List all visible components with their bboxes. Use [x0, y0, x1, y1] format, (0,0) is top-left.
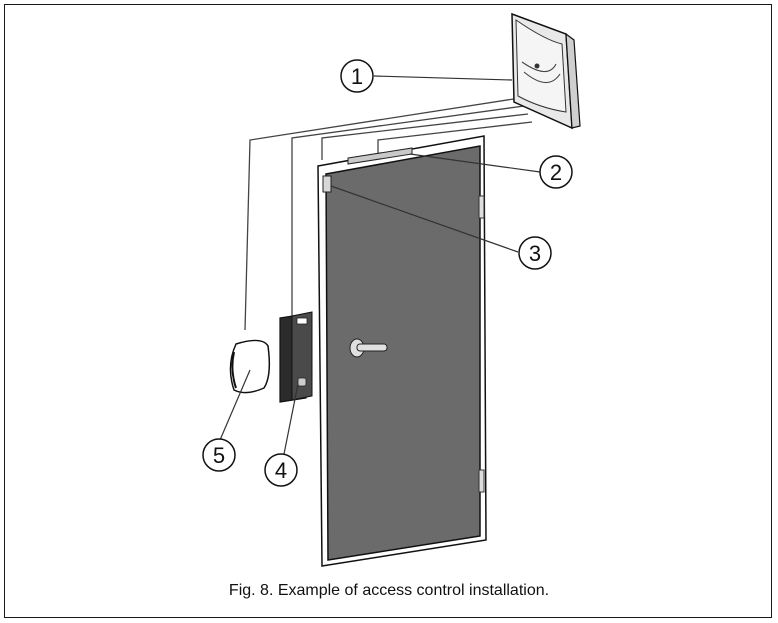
callout-2-label: 2: [550, 160, 562, 185]
callout-3-label: 3: [529, 241, 541, 266]
door-handle: [349, 338, 388, 358]
callout-2: 2: [539, 155, 573, 189]
callout-1-label: 1: [351, 64, 363, 89]
leader-lines: [219, 75, 541, 455]
keypad-reader: [279, 311, 313, 403]
figure-caption: Fig. 8. Example of access control instal…: [228, 582, 550, 599]
door-sensor: [322, 175, 332, 193]
hinges: [478, 195, 485, 493]
control-module: [511, 12, 581, 130]
door-leaf: [325, 145, 481, 561]
wiring: [244, 97, 533, 331]
callout-5: 5: [202, 438, 236, 472]
proximity-reader: [229, 339, 271, 394]
callout-5-label: 5: [213, 443, 225, 468]
callout-3: 3: [518, 236, 552, 270]
callout-4: 4: [264, 453, 298, 487]
callout-1: 1: [340, 59, 374, 93]
callout-4-label: 4: [275, 458, 287, 483]
